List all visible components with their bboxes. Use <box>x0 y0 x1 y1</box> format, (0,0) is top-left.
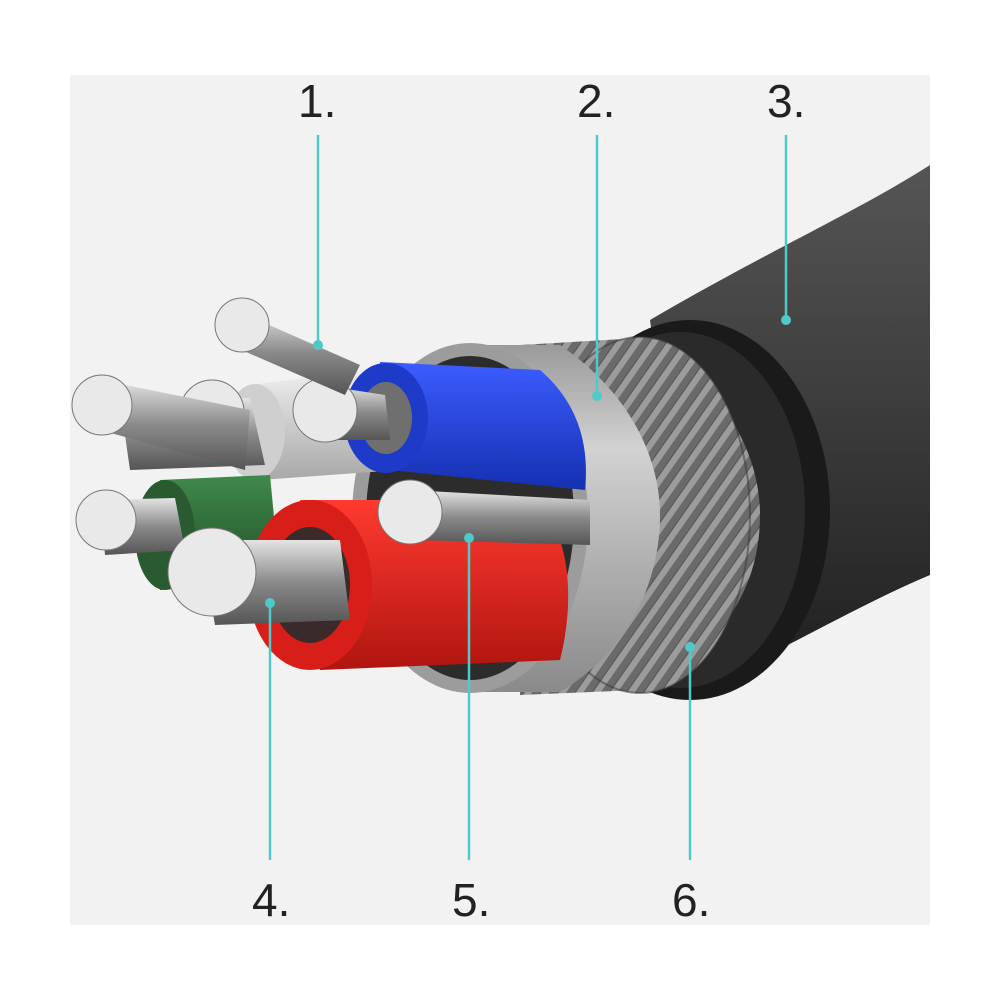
drain-wire <box>377 479 590 545</box>
callout-label-5: 5. <box>452 874 491 926</box>
leader-lines <box>268 135 788 860</box>
callout-label-4: 4. <box>252 874 291 926</box>
leader-dot-6 <box>685 642 695 652</box>
callout-label-3: 3. <box>767 75 806 127</box>
callout-label-2: 2. <box>577 75 616 127</box>
callout-label-6: 6. <box>672 874 711 926</box>
leader-dot-5 <box>464 533 474 543</box>
leader-dot-1 <box>313 340 323 350</box>
leader-dot-4 <box>265 598 275 608</box>
blue-wire <box>292 362 586 490</box>
callout-label-1: 1. <box>298 75 337 127</box>
bare-copper-strand <box>214 297 360 395</box>
left-bare-strand <box>71 374 250 470</box>
leader-dot-3 <box>781 315 791 325</box>
leader-dot-2 <box>592 391 602 401</box>
red-wire <box>167 500 569 670</box>
leader-dots <box>265 315 791 652</box>
